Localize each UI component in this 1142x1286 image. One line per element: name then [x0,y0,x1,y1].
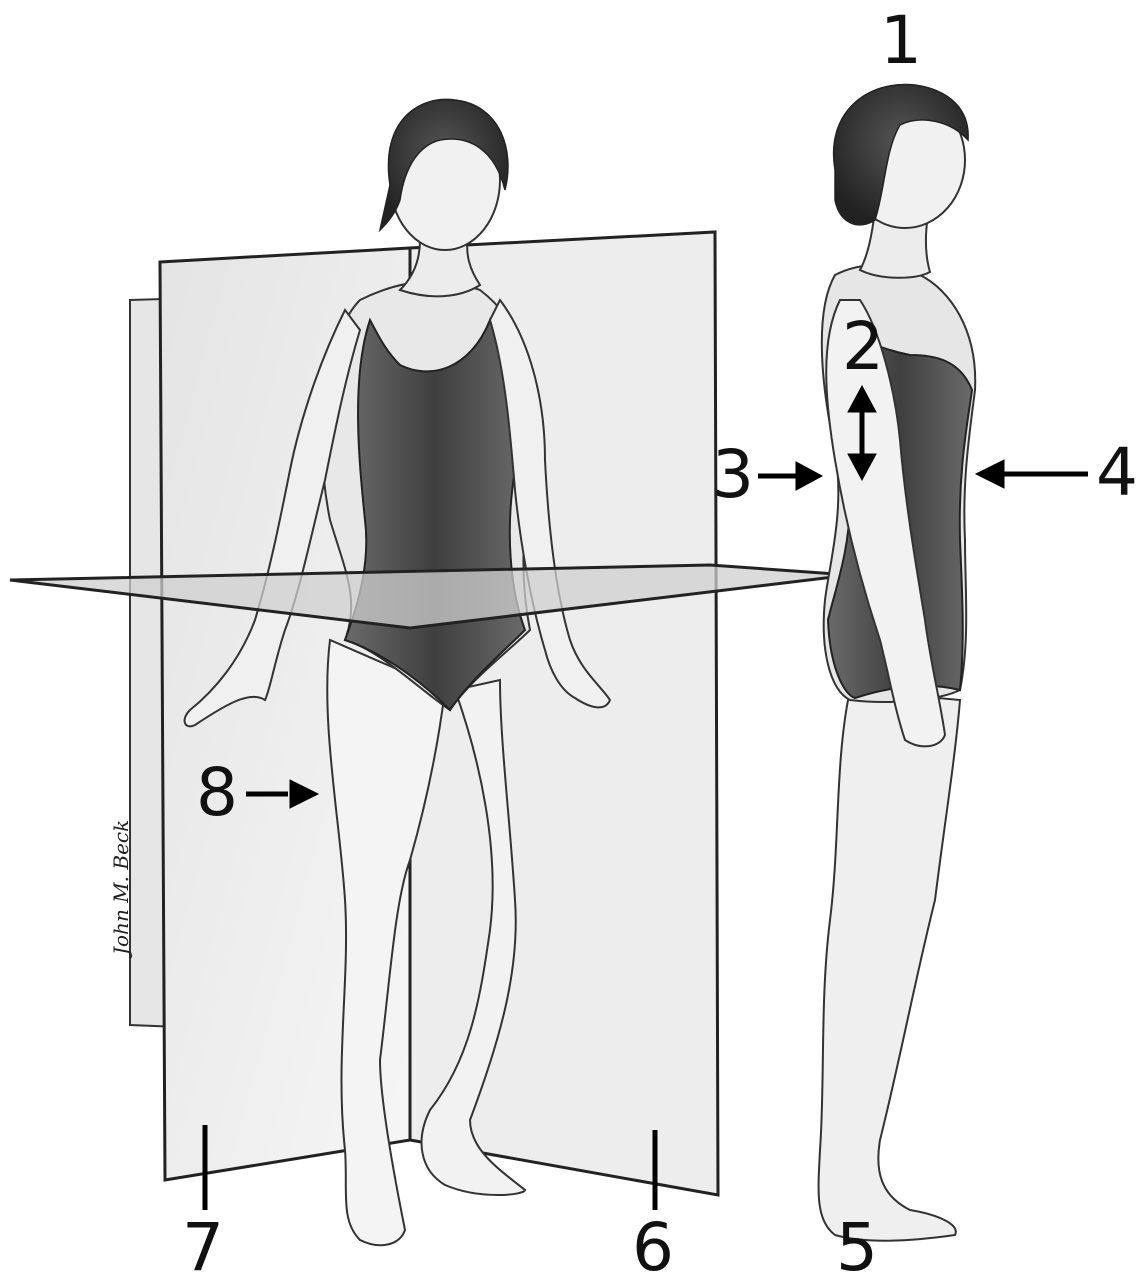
side-legs [819,690,960,1241]
arrow-4-head [976,460,1004,488]
side-figure [819,84,976,1240]
label-7: 7 [182,1215,224,1281]
label-4: 4 [1096,440,1138,506]
swimsuit [345,320,525,710]
label-2: 2 [842,314,884,380]
label-8: 8 [196,760,238,826]
label-1: 1 [880,8,922,74]
front-figure-with-planes: John M. Beck [10,99,850,1245]
artist-signature: John M. Beck [109,820,133,959]
label-5: 5 [836,1215,878,1281]
label-6: 6 [632,1215,674,1281]
label-3: 3 [712,442,754,508]
arrow-3-head [796,462,822,490]
